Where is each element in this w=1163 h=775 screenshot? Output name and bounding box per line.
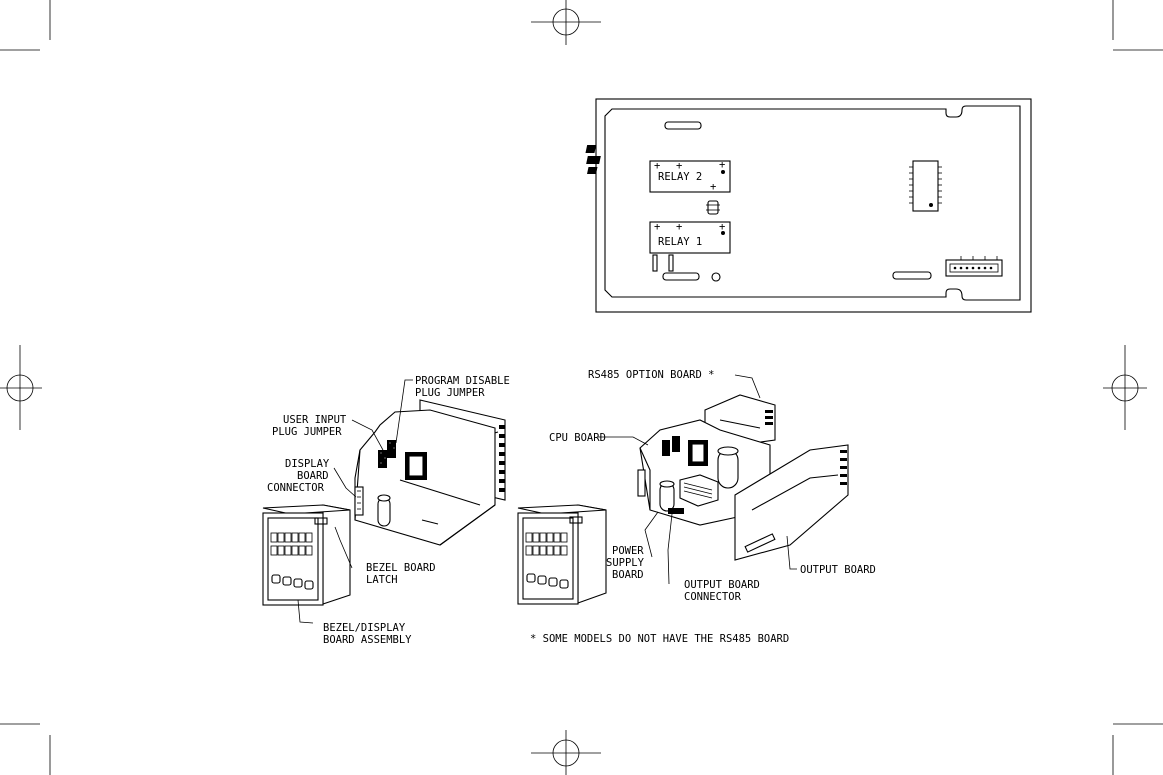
svg-text:+: + (676, 160, 682, 172)
registration-target-right (1103, 345, 1147, 430)
registration-target-left (0, 345, 42, 430)
callout-power-supply-line2: SUPPLY (606, 557, 645, 569)
svg-text:+: + (719, 159, 725, 171)
callout-power-supply-line3: BOARD (612, 569, 644, 581)
callout-program-disable-line1: PROGRAM DISABLE (415, 375, 510, 387)
board-slot-top (665, 122, 701, 129)
right-bezel (518, 505, 606, 604)
registration-target-top (531, 0, 601, 45)
left-bezel (263, 505, 350, 605)
callout-bezel-latch-line1: BEZEL BOARD (366, 562, 436, 574)
callout-display-board-line1: DISPLAY (285, 458, 330, 470)
right-display-connector (638, 470, 645, 496)
left-cpu-board (355, 410, 495, 545)
callout-output-board: OUTPUT BOARD (800, 564, 876, 576)
board-slot-bottom-right (893, 272, 931, 279)
relay-board-frame (596, 99, 1031, 312)
footnote-rs485: * SOME MODELS DO NOT HAVE THE RS485 BOAR… (530, 633, 789, 645)
svg-text:+: + (654, 160, 660, 172)
registration-target-bottom (531, 730, 601, 775)
svg-text:+: + (654, 221, 660, 233)
left-processor-chip (405, 452, 427, 480)
relay-1: RELAY 1 + + + (650, 221, 730, 253)
output-board-connector-part (668, 508, 684, 514)
svg-text:+: + (710, 181, 716, 193)
board-slot-bottom-left (663, 273, 699, 280)
relay-2: RELAY 2 + + + + (650, 159, 730, 193)
callout-bezel-assembly-line1: BEZEL/DISPLAY (323, 622, 406, 634)
callout-output-connector-line2: CONNECTOR (684, 591, 742, 603)
callout-user-input-line2: PLUG JUMPER (272, 426, 342, 438)
callout-rs485-option: RS485 OPTION BOARD * (588, 369, 714, 381)
callout-program-disable-line2: PLUG JUMPER (415, 387, 485, 399)
plug-jumper-user-input (378, 450, 387, 468)
ic-chip-body (913, 161, 938, 211)
relay-1-label: RELAY 1 (658, 236, 702, 248)
callout-bezel-latch-line2: LATCH (366, 574, 398, 586)
left-capacitor (378, 495, 390, 526)
company-logo (585, 145, 600, 174)
output-header-connector (946, 256, 1002, 276)
relay-board-outline (605, 106, 1020, 300)
small-component (706, 201, 720, 214)
callout-user-input-line1: USER INPUT (283, 414, 347, 426)
callout-cpu-board: CPU BOARD (549, 432, 606, 444)
relay-1-leads (653, 255, 673, 271)
callout-display-board-line2: BOARD (297, 470, 329, 482)
right-bezel-face (518, 513, 578, 604)
svg-text:+: + (676, 221, 682, 233)
callout-display-board-line3: CONNECTOR (267, 482, 325, 494)
plug-jumper-program-disable (387, 440, 396, 458)
mounting-hole (712, 273, 720, 281)
display-board-connector-part (355, 487, 363, 515)
right-small-capacitor (660, 481, 674, 511)
left-bezel-face (263, 513, 323, 605)
callout-bezel-assembly-line2: BOARD ASSEMBLY (323, 634, 412, 646)
right-large-capacitor (718, 447, 738, 488)
meter-assembly-right (518, 395, 848, 604)
callout-output-connector-line1: OUTPUT BOARD (684, 579, 760, 591)
relay-board-drawing: RELAY 2 + + + + RELAY 1 + + + (585, 99, 1031, 312)
ic-chip (909, 161, 942, 211)
callout-power-supply-line1: POWER (612, 545, 644, 557)
right-processor-chip (688, 440, 708, 466)
relay-2-label: RELAY 2 (658, 171, 702, 183)
